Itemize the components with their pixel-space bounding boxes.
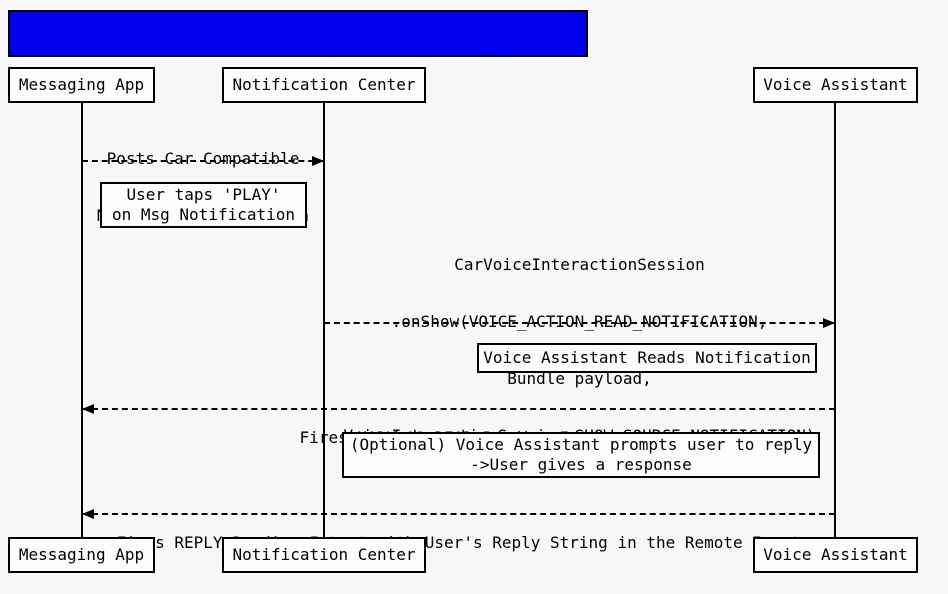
message-label-line: Bundle payload, [507, 369, 652, 388]
note-line: ->User gives a response [470, 455, 692, 474]
message-label-line: .onShow(VOICE_ACTION_READ_NOTIFICATION, [391, 312, 768, 331]
diagram-title: CarVoiceInteractionSession: VOICE_ACTION… [8, 10, 588, 133]
lifeline-messaging-app [81, 103, 83, 537]
note-user-taps-play: User taps 'PLAY' on Msg Notification [100, 182, 307, 228]
diagram-title-line-2: Assume Voice Assistant has Notification … [16, 114, 585, 133]
note-line: on Msg Notification [111, 205, 296, 224]
message-arrow-onshow-call [324, 318, 835, 328]
message-label-line: CarVoiceInteractionSession [454, 255, 705, 274]
note-line: Voice Assistant Reads Notification [483, 348, 811, 367]
message-arrow-reply-intent [82, 509, 835, 519]
arrowhead-left-icon [82, 509, 94, 519]
actor-box-messaging-app-top: Messaging App [8, 67, 155, 103]
lifeline-notification-center [323, 103, 325, 537]
actor-box-messaging-app-bottom: Messaging App [8, 537, 155, 573]
note-voice-assistant-reads: Voice Assistant Reads Notification [477, 343, 817, 373]
actor-box-notification-center-top: Notification Center [222, 67, 426, 103]
message-arrow-mark-as-read [82, 404, 835, 414]
note-line: User taps 'PLAY' [126, 185, 281, 204]
actor-box-voice-assistant-top: Voice Assistant [753, 67, 918, 103]
actor-box-voice-assistant-bottom: Voice Assistant [753, 537, 918, 573]
message-label-line: Fires REPLY Pending Intent with User's R… [116, 533, 801, 552]
note-optional-reply-prompt: (Optional) Voice Assistant prompts user … [342, 432, 820, 478]
message-arrow-posts-notification [82, 156, 324, 166]
note-line: (Optional) Voice Assistant prompts user … [349, 435, 813, 454]
message-label-line: Posts Car Compatible [106, 149, 300, 168]
arrowhead-right-icon [312, 156, 324, 166]
arrowhead-left-icon [82, 404, 94, 414]
arrowhead-right-icon [823, 318, 835, 328]
message-label-reply-intent: Fires REPLY Pending Intent with User's R… [82, 495, 835, 590]
actor-box-notification-center-bottom: Notification Center [222, 537, 426, 573]
lifeline-voice-assistant [834, 103, 836, 537]
